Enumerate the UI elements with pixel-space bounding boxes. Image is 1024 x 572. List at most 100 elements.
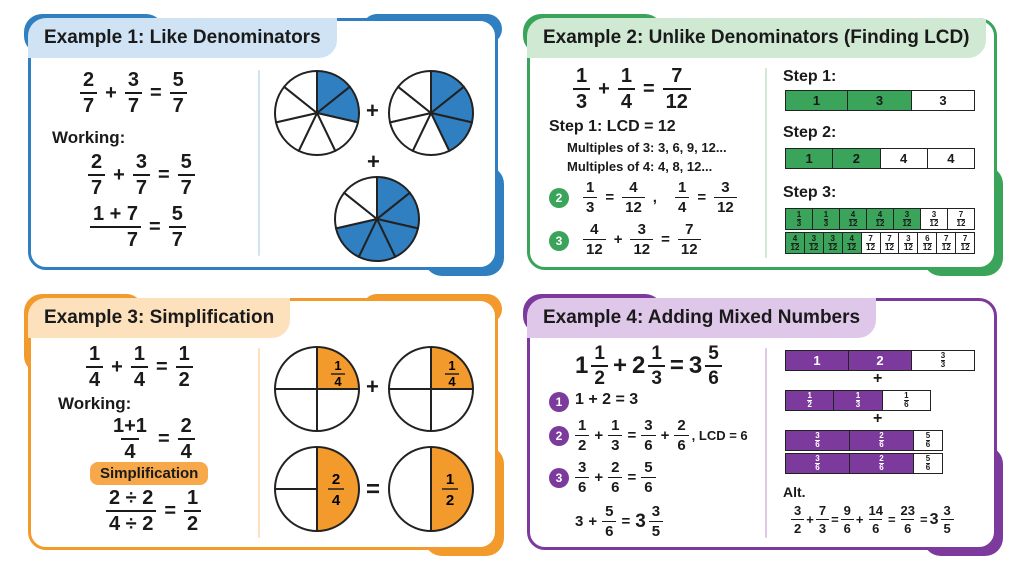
numerator: 4 <box>629 179 638 196</box>
numerator: 5 <box>708 343 719 364</box>
numerator: 1 <box>677 179 687 196</box>
denominator: 7 <box>88 174 106 198</box>
lcd-note: , LCD = 6 <box>691 428 748 443</box>
separator: , <box>652 189 657 206</box>
working-label: Working: <box>52 128 126 147</box>
denominator: 12 <box>583 239 606 257</box>
operator: + <box>598 77 610 100</box>
denominator: 12 <box>902 218 912 228</box>
operator: = <box>627 427 637 444</box>
numerator: 2 <box>180 415 192 437</box>
numerator: 1 <box>89 343 101 365</box>
denominator: 3 <box>648 365 665 388</box>
numerator: 5 <box>605 503 614 520</box>
numerator: 7 <box>671 65 683 87</box>
denominator: 12 <box>960 242 970 252</box>
operator: = <box>669 352 684 379</box>
plus-sign: + <box>366 374 379 399</box>
numerator: 5 <box>172 69 184 91</box>
operator: = <box>621 513 631 530</box>
numerator: 1 <box>187 487 199 509</box>
numerator: 7 <box>887 233 892 243</box>
multiples-of-3: Multiples of 3: 3, 6, 9, 12... <box>567 140 727 155</box>
frac-num: 2 <box>332 471 340 488</box>
card-frame <box>527 298 997 550</box>
denominator: 12 <box>885 242 894 252</box>
numerator: 7 <box>818 503 827 518</box>
denominator: 5 <box>940 519 954 535</box>
shaded-quarter <box>431 347 473 389</box>
operator: = <box>605 189 615 206</box>
operator: + <box>111 355 123 378</box>
bar-step-2: 1 2 4 4 <box>785 148 975 169</box>
pie-slice <box>342 175 378 222</box>
operator: = <box>831 512 839 527</box>
denominator: 12 <box>847 242 857 252</box>
simplification-badge: Simplification <box>90 462 209 485</box>
numerator: 1 <box>611 417 620 434</box>
denominator: 4 <box>121 438 139 462</box>
numerator: 1 <box>576 65 588 87</box>
pie-five-sevenths <box>334 175 420 262</box>
denominator: 12 <box>875 218 885 228</box>
circle-one-quarter: 1 4 <box>388 346 474 432</box>
numerator: 1 <box>594 343 605 364</box>
divider <box>258 348 260 538</box>
operator: = <box>920 512 928 527</box>
denominator: 2 <box>807 400 812 409</box>
numerator: 2 ÷ 2 <box>109 487 154 509</box>
numerator: 1 <box>586 179 595 196</box>
numerator: 4 <box>877 209 883 219</box>
denominator: 12 <box>848 218 858 228</box>
numerator: 3 <box>815 431 820 440</box>
card-frame <box>28 298 498 550</box>
denominator: 6 <box>641 477 656 495</box>
denominator: 5 <box>648 521 664 539</box>
denominator: 6 <box>674 435 689 453</box>
numerator: 7 <box>868 233 873 243</box>
numerator: 3 <box>931 209 937 219</box>
denominator: 12 <box>828 242 838 252</box>
numerator: 3 <box>637 221 646 238</box>
numerator: 6 <box>925 233 930 243</box>
operator: = <box>887 512 896 527</box>
denominator: 12 <box>941 242 951 252</box>
denominator: 6 <box>575 477 590 495</box>
numerator: 14 <box>868 503 883 518</box>
denominator: 12 <box>630 239 654 257</box>
numerator: 3 <box>904 209 910 219</box>
shaded-quarter <box>317 347 359 389</box>
numerator: 3 <box>830 233 835 243</box>
numerator: 2 <box>611 459 620 476</box>
denominator: 2 <box>175 366 193 390</box>
numerator: 3 <box>578 459 587 476</box>
denominator: 6 <box>815 440 820 449</box>
